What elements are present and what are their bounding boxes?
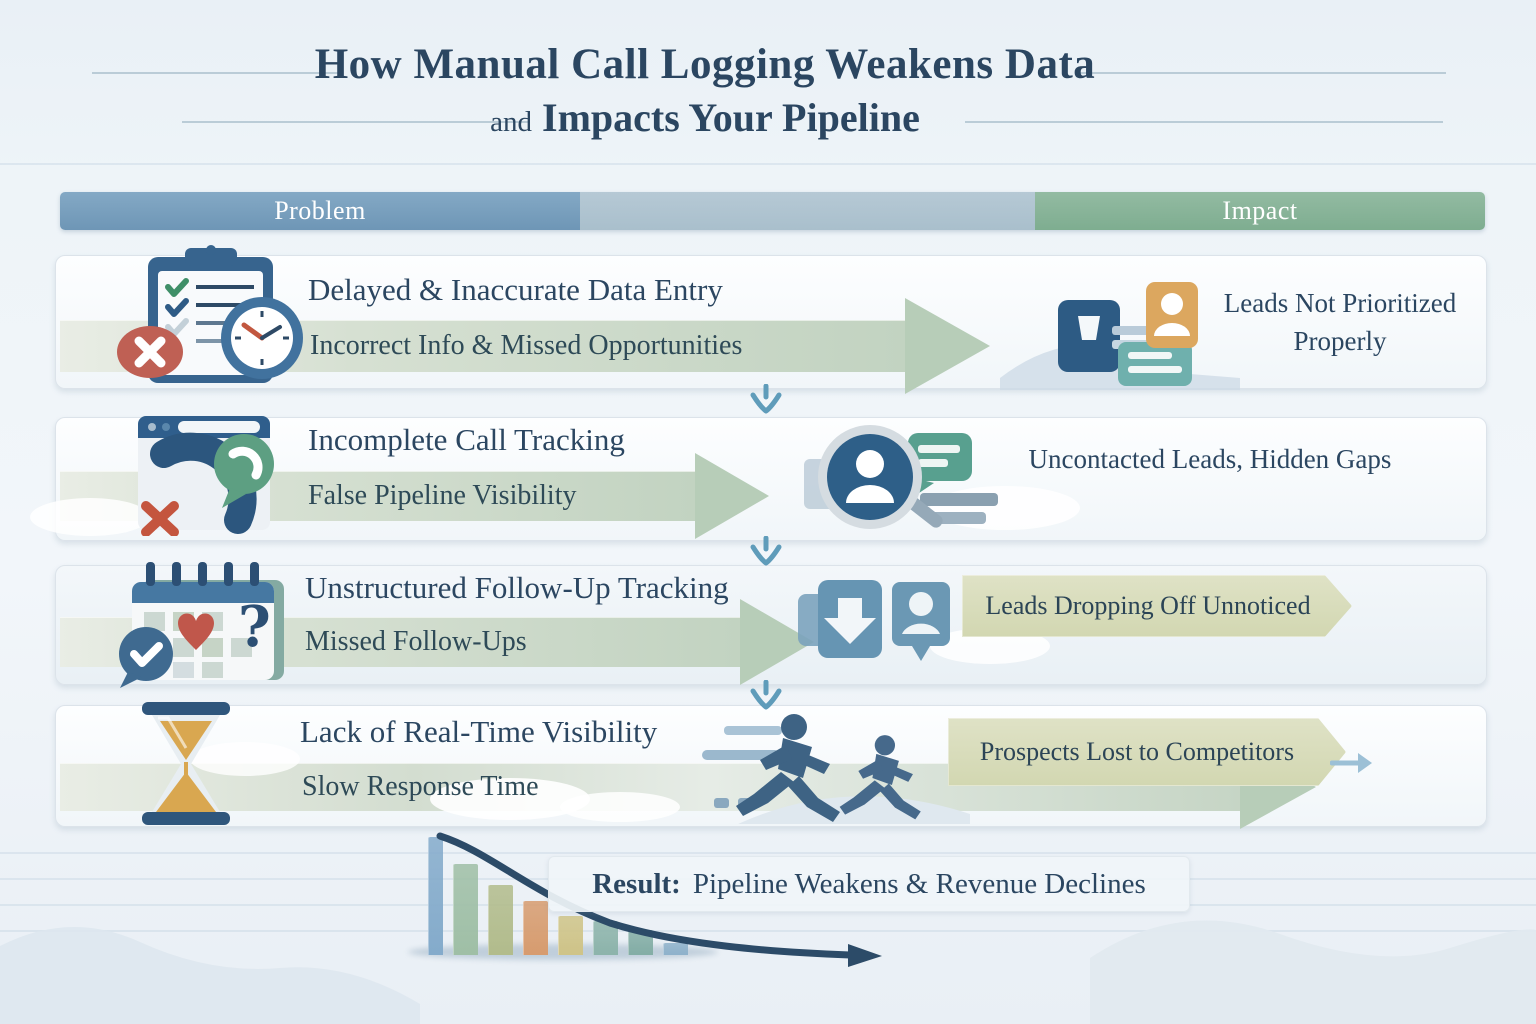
decline-bar	[663, 943, 688, 955]
cloud-decoration	[430, 778, 590, 820]
down-arrow-icon	[750, 384, 782, 414]
hill-decoration	[1090, 920, 1536, 1024]
divider	[0, 852, 1536, 854]
crm-cards-lead-avatar-icon	[1000, 282, 1240, 390]
result-banner: Result: Pipeline Weakens & Revenue Decli…	[548, 856, 1190, 912]
problem-subtitle-4: Slow Response Time	[302, 771, 539, 802]
impact-text-1: Leads Not Prioritized Properly	[1223, 288, 1457, 356]
decline-bar	[558, 916, 583, 955]
lead-drop-person-icon	[798, 580, 950, 661]
result-label: Result:	[592, 867, 681, 900]
clipboard-checklist-clock-error-icon	[117, 245, 303, 383]
decorative-rule	[92, 72, 342, 74]
impact-text-2: Uncontacted Leads, Hidden Gaps	[1028, 444, 1392, 474]
title-line2-main: Impacts Your Pipeline	[542, 95, 920, 140]
problem-subtitle-3: Missed Follow-Ups	[305, 626, 527, 657]
problem-column-header: Problem	[60, 192, 580, 230]
problem-subtitle-1: Incorrect Info & Missed Opportunities	[310, 330, 743, 361]
result-text: Pipeline Weakens & Revenue Declines	[692, 867, 1146, 900]
column-header-bar: Problem Impact	[60, 192, 1485, 230]
small-right-arrow-icon	[1330, 753, 1372, 773]
banner-arrow-icon	[905, 298, 990, 394]
decline-bar-chart	[428, 833, 688, 955]
impact-label: Impact	[1222, 196, 1298, 225]
decorative-rule	[965, 121, 1443, 123]
problem-title-3: Unstructured Follow-Up Tracking	[305, 570, 729, 605]
prospects-running-icon	[702, 714, 970, 824]
problem-subtitle-2: False Pipeline Visibility	[308, 480, 577, 511]
page-title-line2: and Impacts Your Pipeline	[0, 94, 1410, 141]
title-and: and	[490, 106, 533, 138]
impact-banner-4: Prospects Lost to Competitors	[948, 718, 1346, 786]
problem-title-2: Incomplete Call Tracking	[308, 422, 625, 457]
decline-trend-arrow-icon	[436, 832, 882, 967]
down-arrow-icon	[750, 680, 782, 710]
decline-bar	[523, 901, 548, 955]
lead-search-magnifier-icon	[804, 425, 998, 529]
divider	[0, 930, 1536, 932]
problem-title-4: Lack of Real-Time Visibility	[300, 714, 658, 749]
impact-text-4: Prospects Lost to Competitors	[979, 737, 1295, 766]
decorative-rule	[182, 121, 528, 123]
cloud-decoration	[560, 792, 680, 822]
banner-arrow-icon	[695, 453, 769, 539]
impact-column-header: Impact	[1035, 192, 1485, 230]
cloud-decoration	[30, 498, 150, 536]
problem-label: Problem	[274, 196, 366, 225]
middle-column-header	[580, 192, 1035, 230]
decline-bar	[453, 864, 478, 955]
cloud-decoration	[190, 742, 300, 776]
divider	[0, 163, 1536, 165]
browser-missed-call-icon	[138, 416, 274, 536]
page-title-line1: How Manual Call Logging Weakens Data	[314, 41, 1096, 88]
hourglass-icon	[142, 702, 230, 825]
impact-banner-3: Leads Dropping Off Unnoticed	[962, 575, 1352, 637]
decline-bar	[488, 885, 513, 955]
decorative-rule	[1080, 72, 1446, 74]
svg-text:?: ?	[238, 594, 271, 660]
impact-text-3: Leads Dropping Off Unnoticed	[985, 591, 1311, 620]
down-arrow-icon	[750, 536, 782, 566]
decline-bar	[428, 837, 443, 955]
problem-title-1: Delayed & Inaccurate Data Entry	[308, 272, 723, 307]
calendar-question-reminder-icon: ?	[119, 562, 284, 688]
hill-decoration	[0, 926, 420, 1024]
